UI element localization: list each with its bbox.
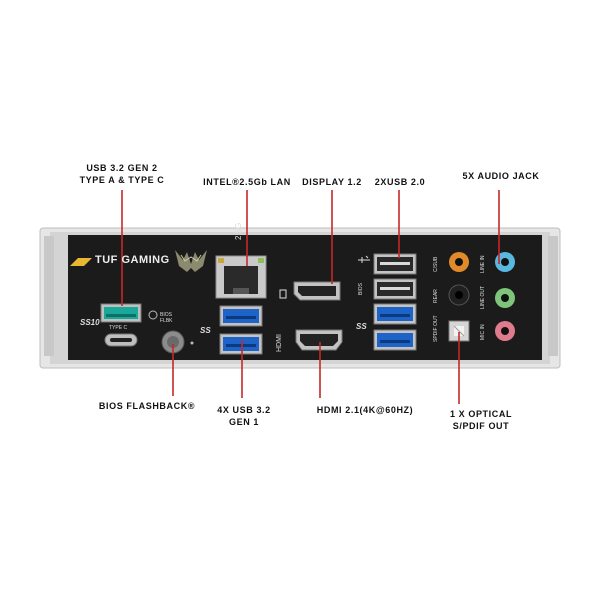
usb32-gen1-ports — [219, 303, 417, 355]
tuf-logo-icon — [175, 250, 207, 272]
hdmi-label: HDMI — [276, 334, 283, 352]
audio-label-micin: MIC IN — [480, 324, 486, 340]
ss-mid-label: SS — [356, 322, 367, 331]
bios-flashback-button — [148, 310, 194, 354]
type-c-label: TYPE C — [109, 325, 128, 331]
callout-lan: INTEL®2.5Gb LAN — [203, 177, 291, 187]
callout-usb20: 2XUSB 2.0 — [374, 177, 426, 187]
brand-stripe — [70, 258, 92, 266]
hdmi-port — [295, 329, 343, 351]
spdif-label: SPDIF OUT — [433, 315, 439, 342]
usb32-type-a-port — [100, 303, 142, 323]
displayport-icon — [279, 289, 287, 299]
ss-left-label: SS — [200, 326, 211, 335]
right-flange — [548, 236, 558, 356]
ss10-label: SS10 — [80, 318, 100, 327]
callout-lines — [121, 190, 500, 404]
callout-display: DISPLAY 1.2 — [302, 177, 362, 187]
lan-port — [215, 255, 267, 299]
callout-usb32-gen1: 4X USB 3.2 GEN 1 — [217, 405, 271, 427]
callout-audio: 5X AUDIO JACK — [462, 171, 540, 181]
lan-speed-label: 2.5G — [234, 222, 243, 240]
callout-optical: 1 X OPTICAL S/PDIF OUT — [449, 409, 513, 431]
callout-usb32-gen2: USB 3.2 GEN 2 TYPE A & TYPE C — [79, 163, 165, 185]
bios-button-label: BIOS FLBK — [160, 312, 173, 324]
audio-label-lineout: LINE OUT — [480, 285, 486, 309]
callout-bios-flashback: BIOS FLASHBACK® — [98, 401, 196, 411]
audio-label-rear: REAR — [433, 289, 439, 303]
displayport-port — [293, 281, 341, 301]
usb20-ports — [373, 253, 417, 300]
bios-usb-label: BIOS — [358, 283, 364, 295]
left-flange — [44, 236, 54, 356]
brand-label: TUF GAMING — [95, 254, 170, 266]
usb-trident-icon — [358, 255, 370, 263]
audio-label-linein: LINE IN — [480, 255, 486, 273]
callout-hdmi: HDMI 2.1(4K@60HZ) — [316, 405, 414, 415]
usb-type-c-port — [104, 333, 138, 347]
audio-label-csub: C/SUB — [433, 256, 439, 272]
audio-jacks — [448, 252, 515, 341]
